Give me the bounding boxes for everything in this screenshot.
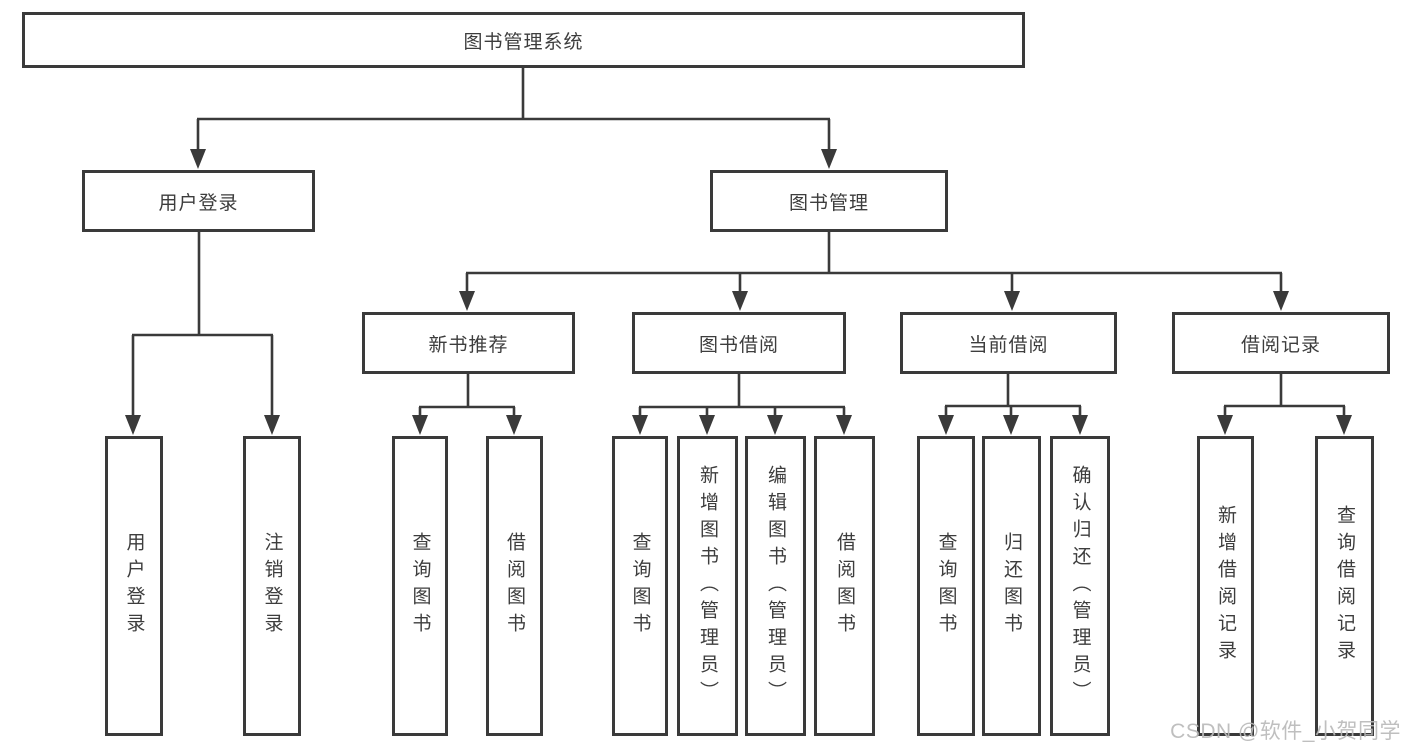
node-label: 新书推荐	[428, 334, 509, 356]
leaf-query-books-2: 查询图书	[612, 436, 668, 736]
leaf-logout: 注销登录	[243, 436, 301, 736]
leaf-label: 借阅图书	[504, 532, 525, 640]
leaf-label: 注销登录	[261, 532, 283, 640]
leaf-label: 查询借阅记录	[1334, 505, 1355, 667]
leaf-query-books-1: 查询图书	[392, 436, 448, 736]
leaf-label: 查询图书	[629, 532, 651, 640]
leaf-add-borrow-record: 新增借阅记录	[1197, 436, 1254, 736]
leaf-borrow-books-2: 借阅图书	[814, 436, 875, 736]
leaf-label: 编辑图书（管理员）	[765, 464, 786, 708]
node-book-borrowing: 图书借阅	[632, 312, 846, 374]
leaf-query-books-3: 查询图书	[917, 436, 975, 736]
leaf-label: 新增图书（管理员）	[697, 464, 718, 708]
leaf-return-books: 归还图书	[982, 436, 1041, 736]
leaf-borrow-books-1: 借阅图书	[486, 436, 543, 736]
leaf-label: 用户登录	[123, 532, 145, 640]
node-label: 用户登录	[158, 192, 239, 214]
node-label: 图书管理	[788, 192, 869, 214]
node-label: 图书借阅	[698, 334, 779, 356]
node-book-management: 图书管理	[710, 170, 948, 232]
leaf-label: 归还图书	[1001, 532, 1022, 640]
leaf-label: 查询图书	[409, 532, 431, 640]
node-label: 借阅记录	[1240, 334, 1321, 356]
node-new-book-recommendation: 新书推荐	[362, 312, 575, 374]
leaf-confirm-return-admin: 确认归还（管理员）	[1050, 436, 1110, 736]
node-library-system: 图书管理系统	[22, 12, 1025, 68]
node-label: 图书管理系统	[463, 31, 584, 53]
node-label: 当前借阅	[968, 334, 1049, 356]
leaf-add-books-admin: 新增图书（管理员）	[677, 436, 738, 736]
leaf-user-login: 用户登录	[105, 436, 163, 736]
leaf-label: 新增借阅记录	[1215, 505, 1236, 667]
node-borrowing-records: 借阅记录	[1172, 312, 1390, 374]
leaf-label: 查询图书	[935, 532, 957, 640]
leaf-label: 确认归还（管理员）	[1069, 464, 1091, 708]
node-current-borrowing: 当前借阅	[900, 312, 1117, 374]
leaf-edit-books-admin: 编辑图书（管理员）	[745, 436, 806, 736]
leaf-label: 借阅图书	[834, 532, 855, 640]
node-user-login: 用户登录	[82, 170, 315, 232]
leaf-query-borrow-record: 查询借阅记录	[1315, 436, 1374, 736]
watermark: CSDN @软件_小贺同学	[1170, 720, 1401, 743]
